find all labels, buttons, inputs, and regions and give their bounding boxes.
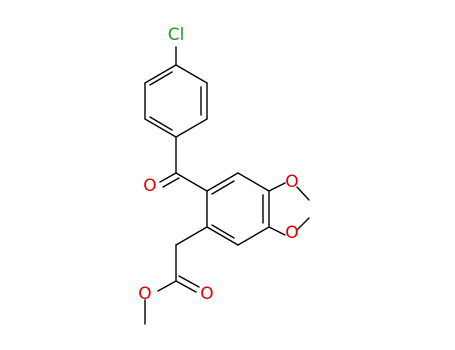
double-bond-inner	[149, 116, 173, 131]
benzodioxole-ring	[206, 172, 270, 246]
dioxole-oxygen-bottom-label: O	[285, 223, 298, 243]
dioxole-ring	[268, 182, 310, 236]
bond	[268, 182, 286, 192]
bond-c-o-ester-carbonyl	[175, 280, 197, 293]
bond	[175, 118, 208, 138]
double-bond-inner	[211, 180, 235, 195]
bond	[296, 186, 310, 201]
bond-c-o-ester	[157, 280, 177, 292]
bond	[144, 118, 177, 138]
bond	[175, 64, 208, 84]
chlorine-label: Cl	[168, 25, 185, 45]
bond	[237, 172, 270, 192]
bond-c-o-ketone	[162, 177, 180, 188]
bond	[268, 226, 286, 236]
dioxole-oxygen-top-label: O	[285, 172, 298, 192]
bond-c-o-ketone	[159, 172, 177, 183]
bond-c-o-ester-carbonyl	[178, 275, 200, 288]
bond	[206, 226, 239, 246]
bond	[237, 226, 270, 246]
chlorophenyl-ring	[144, 64, 208, 138]
ketone-oxygen-label: O	[143, 176, 156, 196]
bond	[175, 172, 208, 192]
ester-ether-oxygen-label: O	[138, 284, 151, 304]
bond	[296, 217, 310, 231]
ester-carbonyl-oxygen-label: O	[200, 284, 213, 304]
double-bond-inner	[149, 71, 173, 86]
bond	[206, 172, 239, 192]
double-bond-inner	[211, 224, 235, 239]
bond	[175, 226, 208, 246]
bond	[144, 64, 177, 84]
